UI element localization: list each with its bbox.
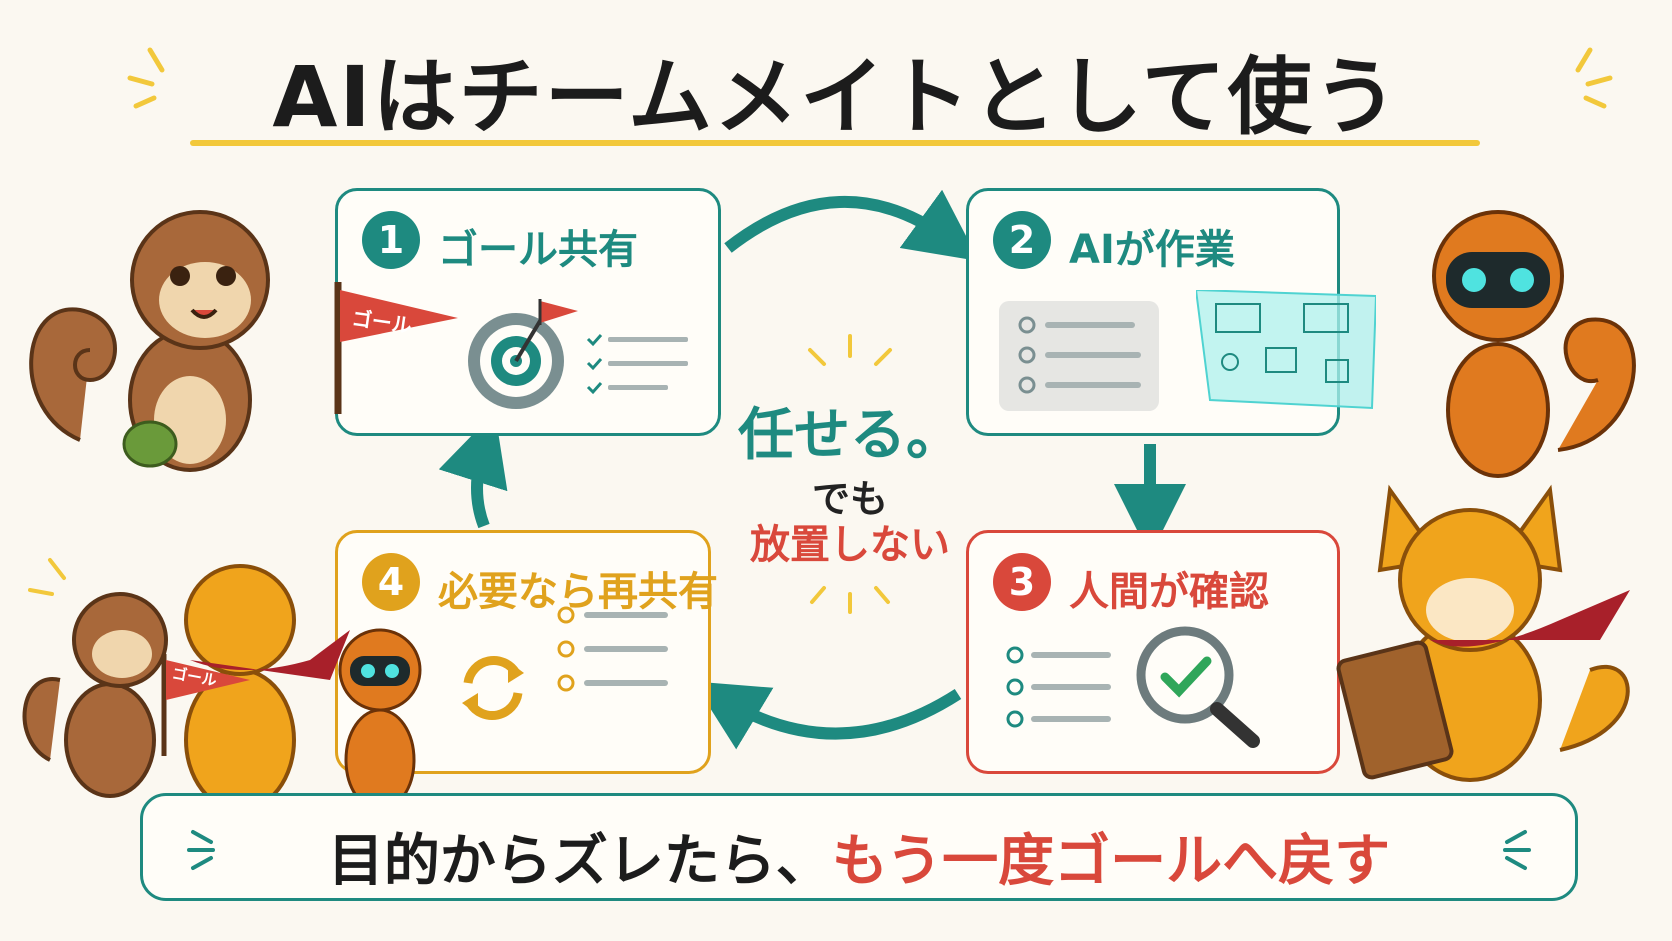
- banner-burst-right-icon: [1503, 830, 1531, 870]
- step-title: AIが作業: [1069, 227, 1235, 273]
- checklist-icon: [999, 301, 1159, 411]
- refresh-icon: [462, 656, 524, 720]
- bottom-banner: 目的からズレたら、もう一度ゴールへ戻す: [140, 793, 1578, 901]
- banner-message: 目的からズレたら、もう一度ゴールへ戻す: [143, 816, 1575, 897]
- checklist-icon: [1006, 646, 1111, 728]
- step-card-3: 3 人間が確認: [966, 530, 1340, 774]
- center-emphasis-message: 放置しない: [750, 522, 950, 568]
- squirrel-character-icon: [29, 210, 270, 472]
- step-title: ゴール共有: [438, 227, 638, 273]
- hologram-screen-icon: [1196, 290, 1376, 410]
- step-number: 4: [362, 553, 420, 611]
- step-card-4: 4 必要なら再共有: [335, 530, 718, 774]
- checklist-icon: [557, 606, 668, 692]
- title-burst-left-icon: [127, 47, 165, 109]
- step-card-2: 2 AIが作業: [966, 188, 1340, 436]
- center-burst-icon: [808, 334, 892, 366]
- center-main-message: 任せる。: [738, 403, 962, 468]
- step-number: 1: [362, 211, 420, 269]
- step-title: 人間が確認: [1069, 569, 1269, 615]
- magnifier-check-icon: [1136, 626, 1260, 748]
- small-flag-icon: [161, 654, 250, 756]
- title-underline: [190, 140, 1480, 146]
- center-burst-bottom-icon: [810, 586, 890, 614]
- checklist-icon: [586, 334, 688, 395]
- step-number: 2: [993, 211, 1051, 269]
- center-sub-message: でも: [811, 477, 888, 521]
- target-icon: [468, 299, 578, 409]
- step-title: 必要なら再共有: [438, 569, 718, 615]
- step-number: 3: [993, 553, 1051, 611]
- banner-message-part-a: 目的からズレたら、: [327, 829, 832, 894]
- robot-squirrel-character-icon: [1432, 210, 1636, 478]
- page-title: AIはチームメイトとして使う: [272, 48, 1400, 146]
- team-characters-icon: [22, 558, 422, 812]
- flag-icon: [334, 282, 458, 414]
- fox-character-icon: [1336, 484, 1630, 782]
- title-burst-right-icon: [1575, 47, 1613, 109]
- banner-message-part-b: もう一度ゴールへ戻す: [831, 829, 1391, 894]
- banner-burst-left-icon: [187, 830, 215, 870]
